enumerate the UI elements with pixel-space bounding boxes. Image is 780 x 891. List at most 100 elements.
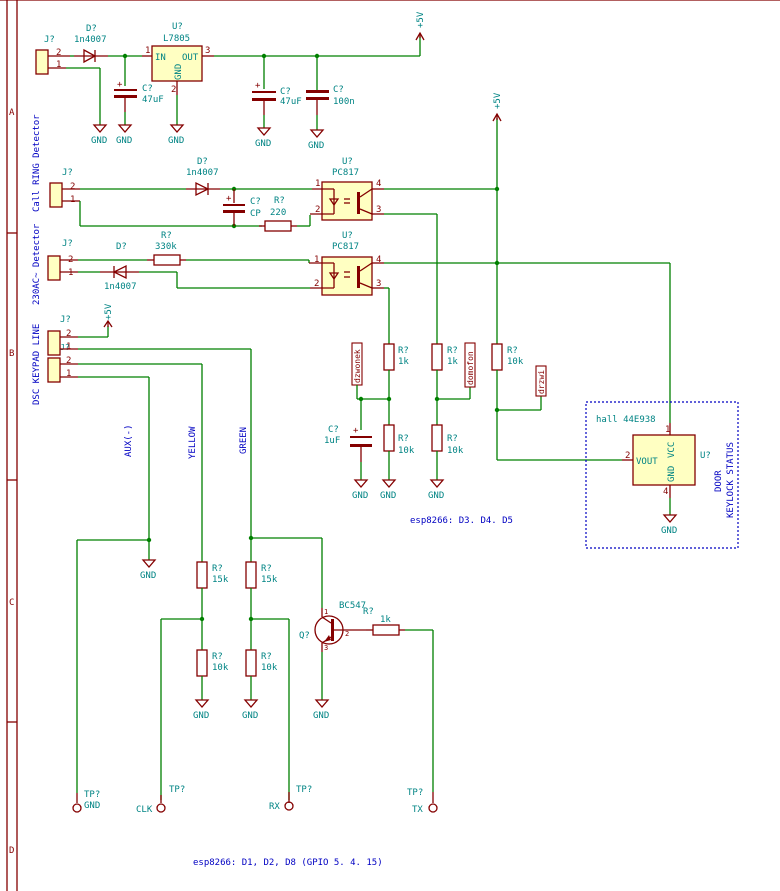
svg-text:PC817: PC817 <box>332 168 359 178</box>
svg-text:1n4007: 1n4007 <box>104 282 137 292</box>
keypad-connector-a[interactable] <box>47 330 61 356</box>
svg-text:1: 1 <box>68 268 73 278</box>
svg-text:U?: U? <box>342 231 353 241</box>
svg-text:R?: R? <box>261 652 272 662</box>
svg-text:GND: GND <box>84 801 100 811</box>
transistor-bc547[interactable] <box>314 608 366 652</box>
ac-connector[interactable] <box>47 255 61 281</box>
svg-text:+5V: +5V <box>104 303 114 320</box>
svg-text:C?: C? <box>333 85 344 95</box>
gnd-label: GND <box>661 526 677 536</box>
wire-yellow: YELLOW <box>188 426 198 459</box>
wire-green: GREEN <box>239 427 249 454</box>
svg-text:2: 2 <box>625 451 630 461</box>
svg-text:domofon: domofon <box>466 351 475 385</box>
svg-text:1k: 1k <box>380 615 391 625</box>
gnd-icon: GND <box>352 479 369 501</box>
svg-text:OUT: OUT <box>182 53 199 63</box>
power-supply: J? 2 1 D? 1n4007 + C? 47uF 1 IN OUT GND … <box>35 11 426 130</box>
svg-text:10k: 10k <box>507 357 524 367</box>
gnd-label: GND <box>313 711 329 721</box>
svg-text:1: 1 <box>314 255 319 265</box>
svg-text:GND: GND <box>667 466 677 482</box>
gnd-icon: GND <box>242 699 259 721</box>
hall-sensor-ic[interactable] <box>632 434 696 486</box>
gnd-icon: GND <box>380 479 397 501</box>
svg-text:4: 4 <box>663 487 668 497</box>
svg-text:2: 2 <box>345 630 349 638</box>
svg-text:1: 1 <box>56 60 61 70</box>
svg-text:PC817: PC817 <box>332 242 359 252</box>
svg-text:J?: J? <box>62 168 73 178</box>
svg-text:VOUT: VOUT <box>636 457 658 467</box>
svg-text:RX: RX <box>269 802 280 812</box>
svg-text:TP?: TP? <box>169 785 185 795</box>
ring-detector: J? 2 1 D? 1n4007 + C? CP R? 220 1 2 3 <box>49 157 497 344</box>
svg-text:+: + <box>255 81 261 91</box>
svg-text:U?: U? <box>172 22 183 32</box>
gnd-icon: GND <box>308 129 325 151</box>
svg-text:CP: CP <box>250 209 261 219</box>
svg-text:100n: 100n <box>333 97 355 107</box>
svg-text:drzwi: drzwi <box>537 370 546 394</box>
svg-text:J?: J? <box>60 315 71 325</box>
label-drzwi <box>535 365 547 397</box>
svg-text:1k: 1k <box>398 357 409 367</box>
svg-text:4: 4 <box>376 255 381 265</box>
svg-text:J?: J? <box>60 343 70 352</box>
svg-text:2: 2 <box>70 182 75 192</box>
voltage-regulator[interactable] <box>151 45 203 82</box>
svg-text:L7805: L7805 <box>163 34 190 44</box>
svg-text:+: + <box>353 426 359 436</box>
svg-text:R?: R? <box>212 652 223 662</box>
svg-text:IN: IN <box>155 53 166 63</box>
input-network: R? 1k dzwonek + C? 1uF R? 10k R? 1k domo… <box>324 342 622 526</box>
gnd-label: GND <box>380 491 396 501</box>
svg-text:D?: D? <box>86 24 97 34</box>
svg-text:1: 1 <box>66 369 71 379</box>
svg-text:C?: C? <box>280 87 291 97</box>
power-connector[interactable] <box>35 49 49 75</box>
diode-icon <box>83 48 97 64</box>
svg-text:R?: R? <box>212 564 223 574</box>
svg-text:R?: R? <box>363 607 374 617</box>
svg-text:2: 2 <box>314 279 319 289</box>
svg-text:2: 2 <box>56 48 61 58</box>
svg-text:D?: D? <box>197 157 208 167</box>
svg-text:2: 2 <box>66 356 71 366</box>
svg-text:1n4007: 1n4007 <box>74 35 107 45</box>
led-icon <box>328 198 340 207</box>
svg-text:3: 3 <box>376 205 381 215</box>
svg-text:C?: C? <box>328 425 339 435</box>
gnd-icon: GND <box>428 479 445 501</box>
frame-row-c: C <box>9 598 14 608</box>
svg-text:+5V: +5V <box>493 92 503 109</box>
gnd-label: GND <box>308 141 324 151</box>
svg-text:+: + <box>117 80 123 90</box>
svg-text:10k: 10k <box>212 663 229 673</box>
svg-text:TP?: TP? <box>84 790 100 800</box>
gnd-label: GND <box>168 136 184 146</box>
keypad-interface: J? J? 2 1 2 1 +5V AUX(-) YELLOW GREEN TP… <box>47 303 438 868</box>
gnd-label: GND <box>242 711 258 721</box>
svg-text:BC547: BC547 <box>339 601 366 611</box>
ac-detector-title: 230AC~ Detector <box>32 223 42 305</box>
ring-connector[interactable] <box>49 182 63 208</box>
gnd-icon: GND <box>661 514 678 536</box>
svg-text:R?: R? <box>447 434 458 444</box>
svg-text:2: 2 <box>66 329 71 339</box>
svg-text:TP?: TP? <box>296 785 312 795</box>
svg-text:CLK: CLK <box>136 805 153 815</box>
svg-text:10k: 10k <box>261 663 278 673</box>
svg-text:R?: R? <box>274 196 285 206</box>
svg-text:1uF: 1uF <box>324 436 340 446</box>
svg-text:+: + <box>226 194 232 204</box>
svg-text:15k: 15k <box>212 575 229 585</box>
label-domofon <box>464 342 476 388</box>
gnd-label: GND <box>140 571 156 581</box>
svg-text:VCC: VCC <box>667 442 677 458</box>
keypad-connector-b[interactable] <box>47 357 61 383</box>
gnd-label: GND <box>116 136 132 146</box>
svg-text:C?: C? <box>250 197 261 207</box>
